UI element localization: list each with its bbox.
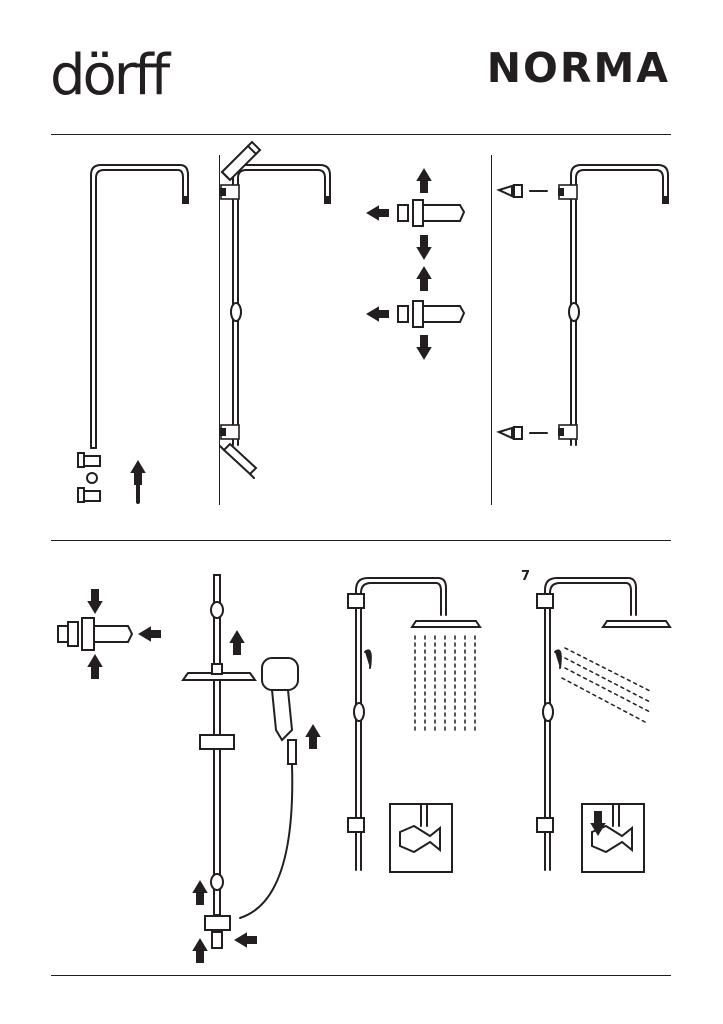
arrow-left-icon <box>235 933 257 947</box>
wall-bracket-icon <box>558 424 578 440</box>
riser-assembly-handheld <box>536 577 672 871</box>
arrow-left-icon <box>367 206 389 220</box>
bottom-divider <box>51 975 671 976</box>
arrow-down-icon <box>88 589 102 613</box>
riser-pipe-step1 <box>90 164 189 449</box>
riser-assembly-step6 <box>181 574 257 949</box>
panel-separator <box>219 155 220 505</box>
riser-pipe-step2 <box>230 164 331 446</box>
arrow-left-icon <box>139 627 161 641</box>
riser-pipe-step4 <box>568 164 669 446</box>
pencil-icon <box>219 442 258 479</box>
middle-divider <box>51 540 671 541</box>
hand-shower-icon <box>261 657 299 765</box>
riser-assembly-overhead <box>347 577 482 871</box>
pencil-icon <box>220 140 262 182</box>
wall-bracket-icon <box>220 184 240 200</box>
shower-hose <box>239 764 294 919</box>
arrow-left-icon <box>367 307 389 321</box>
top-divider <box>51 134 671 135</box>
diverter-icon <box>581 803 645 873</box>
arrow-up-icon <box>230 631 244 655</box>
arrow-up-icon <box>417 169 431 193</box>
brand-logo-text: dörff <box>50 43 170 108</box>
arrow-up-icon <box>306 725 320 749</box>
bracket-top <box>397 199 466 227</box>
arrow-up-icon <box>88 655 102 679</box>
step-number: 7 <box>521 569 531 584</box>
arrow-up-icon <box>193 881 207 905</box>
bracket-bottom <box>397 300 466 328</box>
model-title: NORMA <box>486 44 670 92</box>
screw-anchor-icon <box>496 184 549 198</box>
screw-anchor-icon <box>496 426 549 440</box>
arrow-down-icon <box>417 335 431 359</box>
arrow-up-icon <box>417 267 431 291</box>
panel-separator <box>491 155 492 505</box>
water-spray-icon <box>414 635 476 731</box>
diverter-icon <box>389 803 453 873</box>
holder-part <box>57 617 134 651</box>
wall-bracket-icon <box>220 424 240 440</box>
wall-bracket-icon <box>558 184 578 200</box>
water-spray-icon <box>561 647 653 723</box>
arrow-down-icon <box>417 235 431 259</box>
wall-bracket-part <box>77 452 101 503</box>
brand-logo: dörff <box>50 46 190 106</box>
arrow-up-icon <box>193 939 207 963</box>
